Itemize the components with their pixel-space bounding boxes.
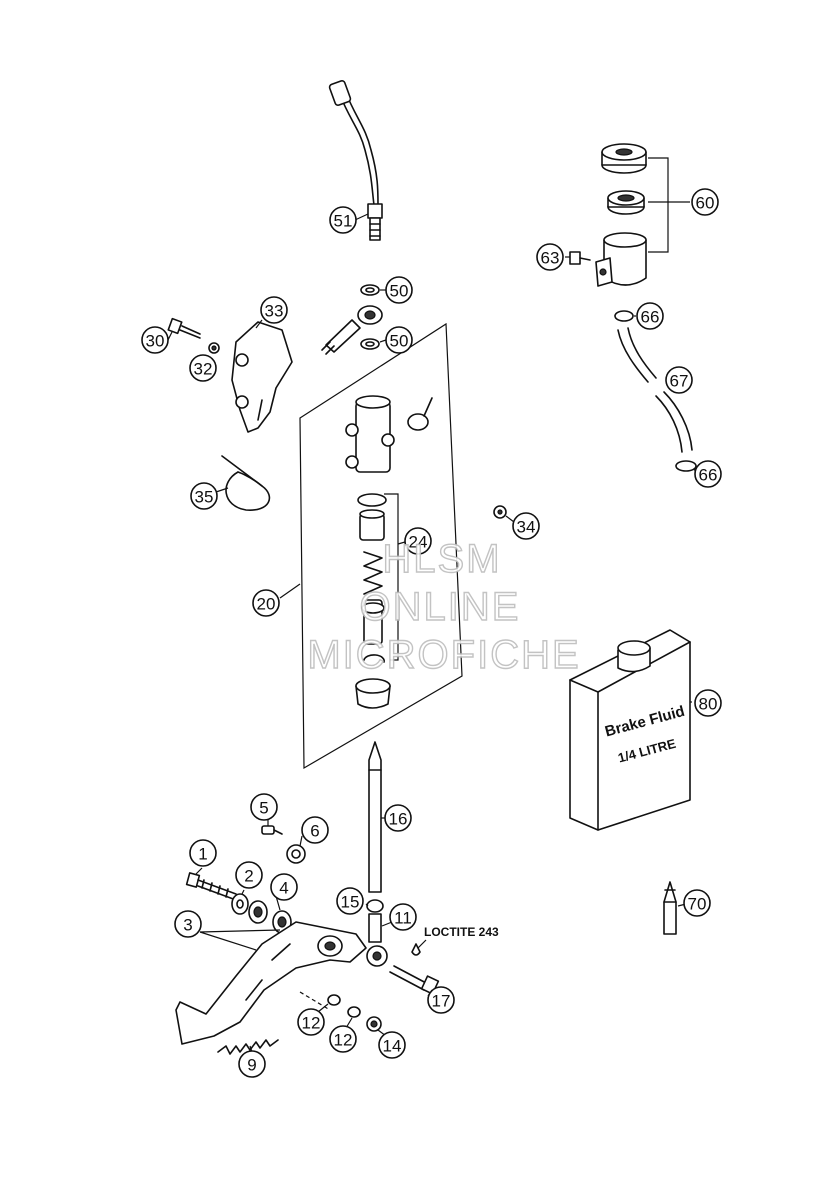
callout-label: 63 xyxy=(541,249,560,268)
callout-label: 1 xyxy=(198,845,207,864)
callout-12-a: 12 xyxy=(297,1008,325,1036)
callout-label: 60 xyxy=(696,194,715,213)
callout-label: 12 xyxy=(302,1014,321,1033)
callout-label: 50 xyxy=(390,282,409,301)
callout-label: 70 xyxy=(688,895,707,914)
callout-50-top: 50 xyxy=(385,276,413,304)
callout-label: 32 xyxy=(194,360,213,379)
callout-label: 17 xyxy=(432,992,451,1011)
callout-label: 66 xyxy=(641,308,660,327)
callout-60: 60 xyxy=(691,188,719,216)
part-67-hose xyxy=(617,327,693,453)
part-30-bolt xyxy=(167,317,201,339)
callout-63: 63 xyxy=(536,243,564,271)
callout-50-bottom: 50 xyxy=(385,326,413,354)
callout-4: 4 xyxy=(270,873,298,901)
part-11-clevis xyxy=(366,913,388,967)
part-17-bolt xyxy=(389,943,440,995)
callout-30: 30 xyxy=(141,326,169,354)
part-20-master-cylinder-assembly xyxy=(299,322,463,770)
part-15-nut xyxy=(366,899,384,913)
part-66-clamp-bottom xyxy=(675,460,697,472)
part-63-screw xyxy=(569,251,591,265)
callout-67: 67 xyxy=(665,366,693,394)
callout-label: 67 xyxy=(670,372,689,391)
callout-label: 16 xyxy=(389,810,408,829)
callout-label: 66 xyxy=(699,466,718,485)
callout-24: 24 xyxy=(404,527,432,555)
part-34-nut xyxy=(493,505,507,519)
part-12-washer-b xyxy=(347,1006,361,1018)
callout-label: 6 xyxy=(310,822,319,841)
callout-1: 1 xyxy=(189,839,217,867)
callout-label: 33 xyxy=(265,302,284,321)
callout-17: 17 xyxy=(427,986,455,1014)
watermark: HLSM ONLINE MICROFICHE xyxy=(307,536,580,677)
callout-66-top: 66 xyxy=(636,302,664,330)
callout-label: 15 xyxy=(341,893,360,912)
part-32-nut xyxy=(208,342,220,354)
part-4-bearing xyxy=(248,900,292,934)
callout-label: 80 xyxy=(699,695,718,714)
watermark-line3: MICROFICHE xyxy=(307,633,580,677)
callout-5: 5 xyxy=(250,793,278,821)
callout-66-bottom: 66 xyxy=(694,460,722,488)
callout-label: 4 xyxy=(279,879,288,898)
callout-2: 2 xyxy=(235,861,263,889)
callout-label: 14 xyxy=(383,1037,402,1056)
part-2-washer xyxy=(231,893,249,915)
callout-label: 3 xyxy=(183,916,192,935)
callout-label: 51 xyxy=(334,212,353,231)
part-12-washer-a xyxy=(327,994,341,1006)
callout-34: 34 xyxy=(512,512,540,540)
part-9-spring xyxy=(217,1039,279,1055)
callout-label: 50 xyxy=(390,332,409,351)
callout-label: 20 xyxy=(257,595,276,614)
callout-label: 5 xyxy=(259,799,268,818)
callout-3: 3 xyxy=(174,910,202,938)
callout-label: 12 xyxy=(334,1031,353,1050)
callout-16: 16 xyxy=(384,804,412,832)
part-33-cover xyxy=(231,321,293,433)
callout-12-b: 12 xyxy=(329,1025,357,1053)
part-14-nut xyxy=(366,1016,382,1032)
callout-label: 2 xyxy=(244,867,253,886)
callout-33: 33 xyxy=(260,296,288,324)
watermark-line2: ONLINE xyxy=(360,585,521,629)
watermark-line1: HLSM xyxy=(382,537,501,581)
callout-14: 14 xyxy=(378,1031,406,1059)
callout-15: 15 xyxy=(336,887,364,915)
callout-label: 30 xyxy=(146,332,165,351)
part-51-brake-light-switch xyxy=(328,79,383,241)
part-70-sealant-tube xyxy=(663,881,677,935)
loctite-annotation: LOCTITE 243 xyxy=(424,925,499,939)
callout-label: 9 xyxy=(247,1056,256,1075)
part-66-clamp-top xyxy=(614,310,634,322)
callout-51: 51 xyxy=(329,206,357,234)
callout-32: 32 xyxy=(189,354,217,382)
part-1-bolt xyxy=(185,872,237,901)
callout-11: 11 xyxy=(389,903,417,931)
callout-label: 34 xyxy=(517,518,536,537)
part-5-screw xyxy=(261,825,283,835)
callout-9: 9 xyxy=(238,1050,266,1078)
callout-6: 6 xyxy=(301,816,329,844)
callout-label: 24 xyxy=(409,533,428,552)
part-6-bushing xyxy=(286,844,306,864)
part-35-cable-tie xyxy=(221,455,271,511)
part-60-reservoir xyxy=(595,143,690,287)
callout-label: 35 xyxy=(195,488,214,507)
callout-20: 20 xyxy=(252,589,280,617)
part-50-washers xyxy=(321,284,383,355)
part-3-brake-pedal xyxy=(175,921,367,1045)
callout-70: 70 xyxy=(683,889,711,917)
callout-label: 11 xyxy=(394,909,412,928)
callout-35: 35 xyxy=(190,482,218,510)
part-80-brake-fluid-container: Brake Fluid 1/4 LITRE xyxy=(569,629,691,831)
callout-80: 80 xyxy=(694,689,722,717)
part-16-push-rod xyxy=(368,741,382,893)
